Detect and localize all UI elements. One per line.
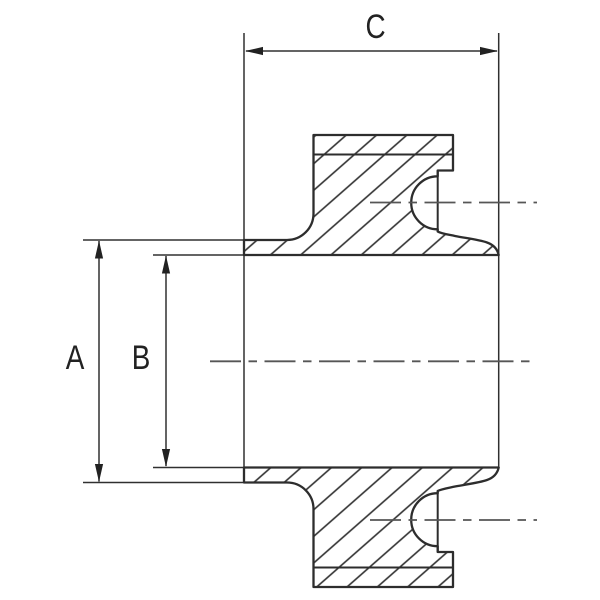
dimension-b: B: [132, 255, 171, 467]
arrowhead-b-bottom: [161, 449, 171, 467]
flange-section-lower: [242, 466, 500, 589]
dim-label-a: A: [66, 338, 85, 376]
flange-section-upper: [242, 133, 500, 257]
dimension-c: C: [245, 7, 498, 56]
arrowhead-c-right: [480, 46, 498, 56]
dim-label-c: C: [365, 7, 385, 45]
dim-label-b: B: [132, 338, 151, 376]
arrowhead-a-top: [94, 240, 104, 259]
dimension-a: A: [66, 240, 104, 482]
arrowhead-c-left: [245, 46, 263, 56]
arrowhead-a-bottom: [94, 464, 104, 482]
arrowhead-b-top: [161, 255, 171, 274]
